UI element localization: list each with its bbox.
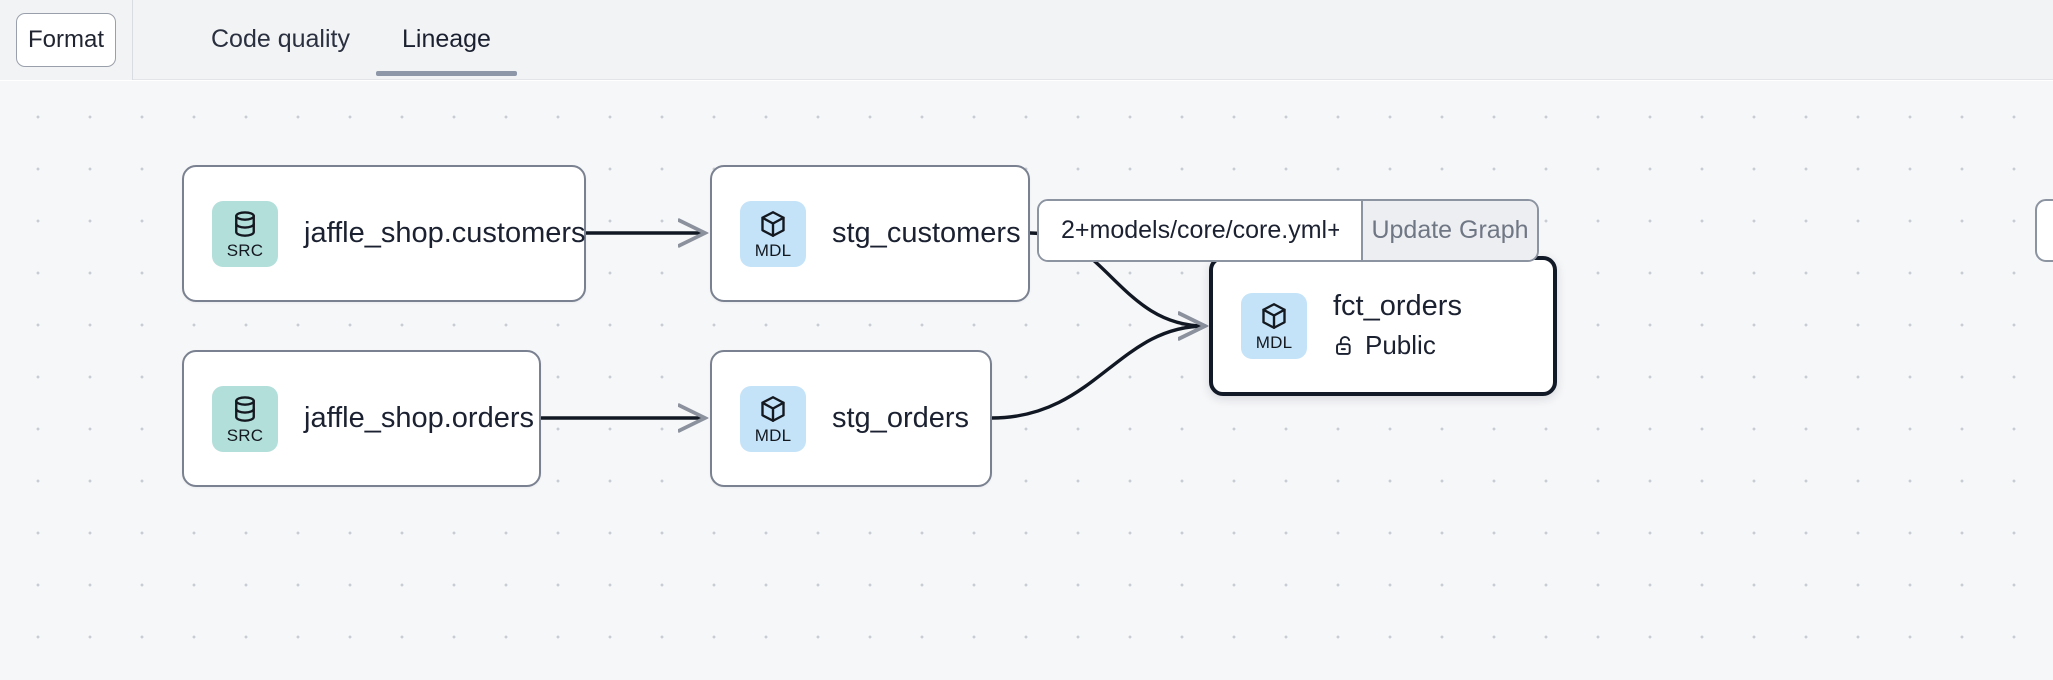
node-badge-label: MDL xyxy=(754,425,792,445)
node-title: stg_customers xyxy=(832,216,1021,249)
tab-lineage[interactable]: Lineage xyxy=(375,0,517,80)
graph-selector-control: Update Graph xyxy=(1037,199,1539,262)
node-text-block: stg_orders xyxy=(832,401,970,435)
cube-icon xyxy=(1259,301,1289,331)
tab-code-quality[interactable]: Code quality xyxy=(211,25,350,53)
node-badge-label: MDL xyxy=(1255,333,1293,352)
lineage-node-stg-orders[interactable]: MDL stg_orders xyxy=(710,350,992,487)
node-text-block: jaffle_shop.orders xyxy=(304,401,535,435)
node-title: jaffle_shop.customers xyxy=(304,216,586,249)
node-badge-src: SRC xyxy=(212,385,278,452)
node-access-row: Public xyxy=(1333,330,1462,361)
graph-side-control[interactable] xyxy=(2035,199,2053,262)
database-icon xyxy=(230,394,260,424)
format-button-container: Format xyxy=(0,0,133,80)
node-text-block: fct_orders Public xyxy=(1333,290,1462,361)
lineage-node-fct-orders[interactable]: MDL fct_orders Public xyxy=(1209,256,1557,396)
lineage-node-jaffle-shop-orders[interactable]: SRC jaffle_shop.orders xyxy=(182,350,541,487)
node-title: jaffle_shop.orders xyxy=(304,401,535,434)
cube-icon xyxy=(758,209,788,239)
lineage-node-stg-customers[interactable]: MDL stg_customers xyxy=(710,165,1030,302)
node-title: fct_orders xyxy=(1333,290,1462,323)
node-badge-src: SRC xyxy=(212,200,278,267)
node-badge-label: MDL xyxy=(754,240,792,260)
node-badge-mdl: MDL xyxy=(740,200,806,267)
lineage-node-jaffle-shop-customers[interactable]: SRC jaffle_shop.customers xyxy=(182,165,586,302)
node-text-block: stg_customers xyxy=(832,216,1021,250)
edge-stg-orders-to-fct-orders xyxy=(991,326,1205,420)
format-button[interactable]: Format xyxy=(16,12,116,67)
node-badge-label: SRC xyxy=(226,425,264,445)
toolbar-header: Format Code quality Lineage xyxy=(0,0,2053,80)
node-badge-mdl: MDL xyxy=(740,385,806,452)
node-title: stg_orders xyxy=(832,401,970,434)
update-graph-button[interactable]: Update Graph xyxy=(1361,201,1537,260)
unlock-icon xyxy=(1333,334,1356,357)
tab-bar: Code quality Lineage xyxy=(133,0,517,80)
cube-icon xyxy=(758,394,788,424)
node-badge-mdl: MDL xyxy=(1241,293,1307,359)
node-text-block: jaffle_shop.customers xyxy=(304,216,586,250)
node-badge-label: SRC xyxy=(226,240,264,260)
graph-selector-input[interactable] xyxy=(1039,201,1361,260)
lineage-canvas[interactable]: SRC jaffle_shop.customers MDL stg_custo xyxy=(0,81,2053,680)
node-access-label: Public xyxy=(1365,329,1436,360)
database-icon xyxy=(230,209,260,239)
